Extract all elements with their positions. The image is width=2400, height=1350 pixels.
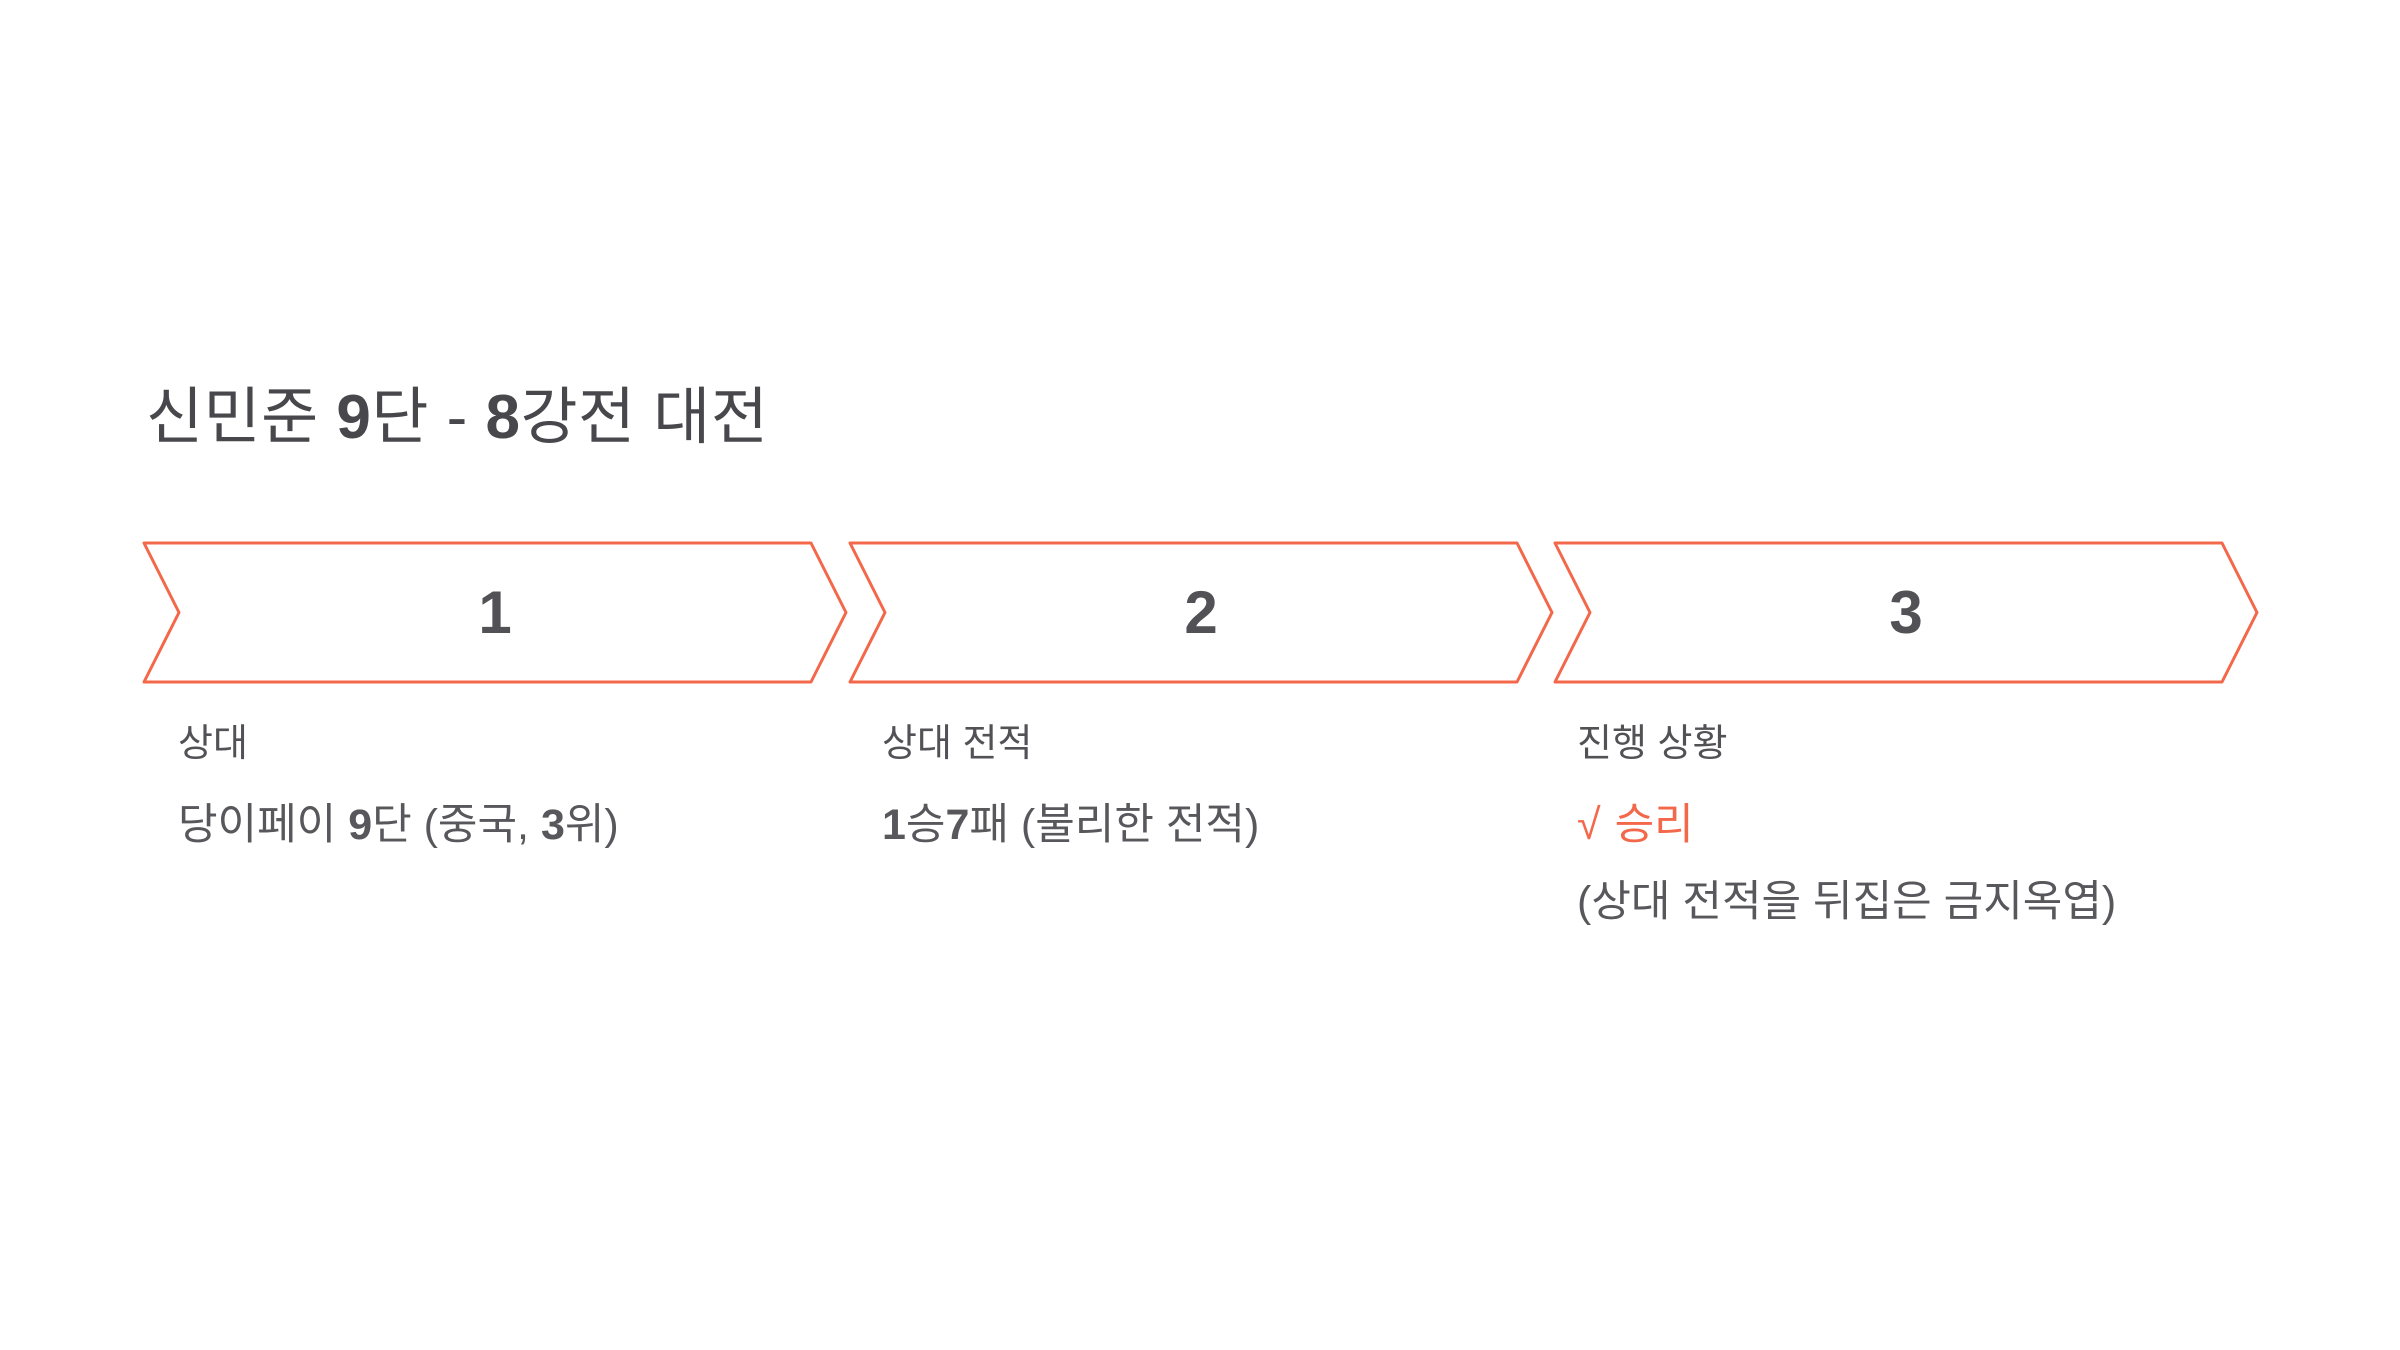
- step-banner-row: 1 2 3: [142, 541, 2262, 684]
- step-chevron-3: 3: [1553, 541, 2259, 684]
- step-detail-2: 상대 전적 1승7패 (불리한 전적): [882, 722, 1542, 851]
- step-body-1: 당이페이 9단 (중국, 3위): [178, 800, 619, 849]
- step-heading-1: 상대: [178, 723, 248, 765]
- chevron-arrow-icon: [1553, 541, 2259, 684]
- chevron-arrow-icon: [142, 541, 848, 684]
- step-detail-1: 상대 당이페이 9단 (중국, 3위): [178, 722, 838, 851]
- step-body-2: 1승7패 (불리한 전적): [882, 800, 1260, 849]
- step-detail-3: 진행 상황 √ 승리 (상대 전적을 뒤집은 금지옥엽): [1577, 722, 2237, 929]
- step-heading-3: 진행 상황: [1577, 723, 1728, 765]
- step-chevron-2: 2: [848, 541, 1554, 684]
- page-title: 신민준 9단 - 8강전 대전: [146, 383, 769, 452]
- step-chevron-1: 1: [142, 541, 848, 684]
- step-result-line: √ 승리: [1577, 800, 2237, 852]
- win-label: 승리: [1614, 800, 1694, 849]
- check-icon: √: [1577, 800, 1601, 849]
- chevron-arrow-icon: [848, 541, 1554, 684]
- step-heading-2: 상대 전적: [882, 723, 1033, 765]
- step-note: (상대 전적을 뒤집은 금지옥엽): [1577, 878, 2117, 927]
